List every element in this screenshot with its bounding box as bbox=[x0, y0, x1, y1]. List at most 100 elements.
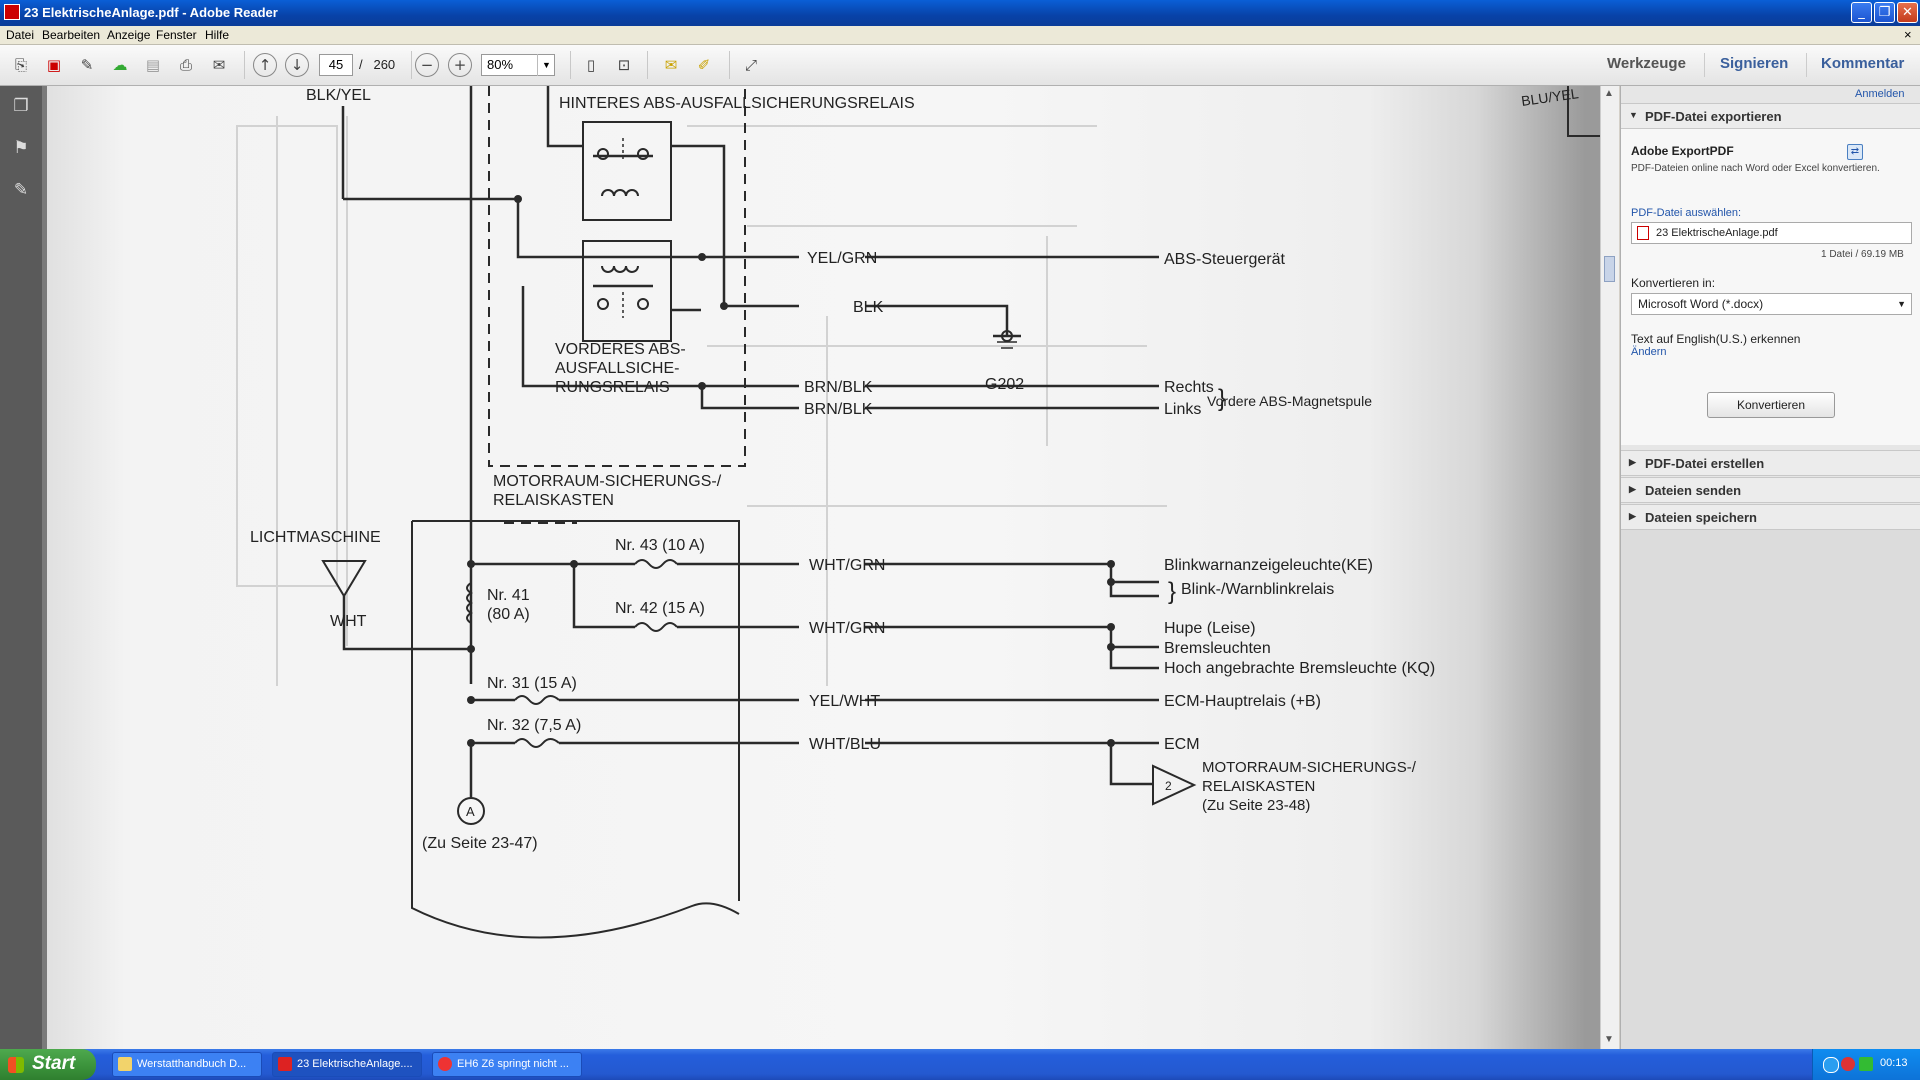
windows-logo-icon bbox=[8, 1057, 24, 1073]
folder-icon bbox=[118, 1057, 132, 1071]
zoom-select[interactable]: 80% bbox=[481, 54, 555, 76]
minimize-button[interactable]: _ bbox=[1851, 2, 1872, 23]
menu-bearbeiten[interactable]: Bearbeiten bbox=[42, 28, 101, 42]
close-button[interactable]: ✕ bbox=[1897, 2, 1918, 23]
wire-label: WHT/GRN bbox=[809, 620, 885, 637]
task-label: Werstatthandbuch D... bbox=[137, 1058, 247, 1070]
taskbar-item-werkstatthandbuch[interactable]: Werstatthandbuch D... bbox=[112, 1052, 262, 1077]
fit-width-icon[interactable]: ⊡ bbox=[617, 56, 631, 74]
wire-label: WHT bbox=[330, 613, 367, 630]
section-store-files[interactable]: ▶ Dateien speichern bbox=[1621, 504, 1920, 530]
section-export-pdf[interactable]: ▼ PDF-Datei exportieren bbox=[1621, 103, 1920, 129]
destination-label: Hupe (Leise) bbox=[1164, 620, 1256, 637]
tab-werkzeuge[interactable]: Werkzeuge bbox=[1607, 55, 1686, 72]
maximize-button[interactable]: ❐ bbox=[1874, 2, 1895, 23]
fullscreen-icon[interactable]: ⤢ bbox=[744, 56, 757, 74]
bookmarks-panel-icon[interactable]: ⚑ bbox=[13, 138, 29, 158]
upload-icon[interactable]: ☁ bbox=[112, 56, 128, 74]
zoom-out-icon[interactable]: − bbox=[415, 53, 439, 77]
collapsed-triangle-icon: ▶ bbox=[1629, 457, 1636, 467]
collapsed-triangle-icon: ▶ bbox=[1629, 511, 1636, 521]
close-document-button[interactable]: × bbox=[1904, 27, 1912, 42]
convert-button[interactable]: Konvertieren bbox=[1707, 392, 1835, 418]
zoom-in-icon[interactable]: + bbox=[448, 53, 472, 77]
attachments-panel-icon[interactable]: ✎ bbox=[13, 180, 29, 200]
pages-panel-icon[interactable]: ❐ bbox=[13, 96, 29, 116]
junctions bbox=[467, 195, 1115, 747]
destination-label: Hoch angebrachte Bremsleuchte (KQ) bbox=[1164, 660, 1435, 677]
tools-panel: Anmelden ▼ PDF-Datei exportieren Adobe E… bbox=[1620, 86, 1920, 1049]
taskbar-item-browser[interactable]: EH6 Z6 springt nicht ... bbox=[432, 1052, 582, 1077]
section-label: Dateien senden bbox=[1645, 483, 1742, 498]
destination-label: Blink-/Warnblinkrelais bbox=[1181, 581, 1334, 598]
panel-empty-area bbox=[1621, 530, 1920, 1049]
edit-pdf-icon[interactable]: ▣ bbox=[46, 56, 62, 74]
menu-hilfe[interactable]: Hilfe bbox=[205, 28, 230, 42]
taskbar: Start Werstatthandbuch D... 23 Elektrisc… bbox=[0, 1049, 1920, 1080]
page-reference: (Zu Seite 23-47) bbox=[422, 835, 538, 852]
select-file-label: PDF-Datei auswählen: bbox=[1631, 207, 1742, 219]
wire-label: BRN/BLK bbox=[804, 401, 873, 418]
exportpdf-info-icon[interactable]: ⇄ bbox=[1847, 144, 1863, 160]
comment-icon[interactable]: ✉ bbox=[664, 56, 678, 74]
title-bar: 23 ElektrischeAnlage.pdf - Adobe Reader … bbox=[0, 0, 1920, 26]
next-page-icon[interactable]: ↓ bbox=[285, 53, 309, 77]
document-viewport[interactable]: BLK/YEL BLU/YEL HINTERES ABS-AUSFALLSICH… bbox=[42, 86, 1600, 1049]
prev-page-icon[interactable]: ↑ bbox=[253, 53, 277, 77]
antivirus-icon[interactable] bbox=[1841, 1057, 1855, 1071]
wire-label: BLU/YEL bbox=[1520, 86, 1579, 109]
convert-format-select[interactable]: Microsoft Word (*.docx) ▼ bbox=[1631, 293, 1912, 315]
scroll-up-icon[interactable]: ▲ bbox=[1604, 88, 1614, 99]
tab-kommentar[interactable]: Kommentar bbox=[1821, 55, 1905, 72]
signin-link[interactable]: Anmelden bbox=[1855, 88, 1905, 100]
fuse-label: Nr. 32 (7,5 A) bbox=[487, 717, 581, 734]
chevron-down-icon[interactable]: ▼ bbox=[537, 54, 555, 76]
toolbar: ⎘ ▣ ✎ ☁ ▤ ⎙ ✉ ↑ ↓ 45 / 260 − + 80% ▼ ▯ ⊡… bbox=[0, 45, 1920, 86]
menu-datei[interactable]: Datei bbox=[6, 28, 35, 42]
start-button[interactable]: Start bbox=[0, 1049, 96, 1080]
scroll-thumb[interactable] bbox=[1604, 256, 1615, 282]
destination-label: Blinkwarnanzeigeleuchte(KE) bbox=[1164, 557, 1373, 574]
menu-anzeige[interactable]: Anzeige bbox=[107, 28, 151, 42]
relay-label: HINTERES ABS-AUSFALLSICHERUNGSRELAIS bbox=[559, 95, 915, 112]
destination-label: Bremsleuchten bbox=[1164, 640, 1271, 657]
section-send-files[interactable]: ▶ Dateien senden bbox=[1621, 477, 1920, 503]
page-number-input[interactable]: 45 bbox=[319, 54, 353, 76]
opera-icon bbox=[438, 1057, 452, 1071]
toolbar-separator bbox=[1806, 53, 1807, 77]
selected-file-name: 23 ElektrischeAnlage.pdf bbox=[1656, 227, 1778, 239]
show-through bbox=[236, 116, 1167, 686]
taskbar-item-adobe-reader[interactable]: 23 ElektrischeAnlage.... bbox=[272, 1052, 422, 1077]
email-icon[interactable]: ✉ bbox=[212, 56, 226, 74]
wire-label: BLK/YEL bbox=[306, 87, 371, 104]
print-icon[interactable]: ⎙ bbox=[179, 56, 192, 74]
vertical-scrollbar[interactable]: ▲ ▼ bbox=[1600, 86, 1619, 1049]
toolbar-separator bbox=[411, 51, 412, 79]
create-pdf-icon[interactable]: ⎘ bbox=[14, 56, 27, 74]
section-create-pdf[interactable]: ▶ PDF-Datei erstellen bbox=[1621, 450, 1920, 476]
convert-to-label: Konvertieren in: bbox=[1631, 276, 1716, 290]
fit-page-icon[interactable]: ▯ bbox=[586, 56, 596, 74]
menu-fenster[interactable]: Fenster bbox=[156, 28, 197, 42]
adobe-reader-icon bbox=[4, 4, 20, 20]
brace: } bbox=[1168, 578, 1176, 605]
network-icon[interactable] bbox=[1823, 1057, 1839, 1073]
pdf-file-icon bbox=[1637, 226, 1649, 240]
highlight-icon[interactable]: ✐ bbox=[697, 56, 711, 74]
change-language-link[interactable]: Ändern bbox=[1631, 346, 1667, 358]
save-icon[interactable]: ▤ bbox=[145, 56, 161, 74]
tab-signieren[interactable]: Signieren bbox=[1720, 55, 1789, 72]
adobe-reader-icon bbox=[278, 1057, 292, 1071]
sign-icon[interactable]: ✎ bbox=[80, 56, 94, 74]
menu-bar: Datei Bearbeiten Anzeige Fenster Hilfe × bbox=[0, 26, 1920, 45]
selected-file-field[interactable]: 23 ElektrischeAnlage.pdf bbox=[1631, 222, 1912, 244]
scroll-down-icon[interactable]: ▼ bbox=[1604, 1034, 1614, 1045]
monitor-icon[interactable] bbox=[1859, 1057, 1873, 1071]
connector-label: 2 bbox=[1165, 779, 1172, 793]
destination-label: Links bbox=[1164, 401, 1201, 418]
wires bbox=[321, 86, 1600, 939]
file-meta: 1 Datei / 69.19 MB bbox=[1821, 249, 1904, 260]
task-label: EH6 Z6 springt nicht ... bbox=[457, 1058, 569, 1070]
start-label: Start bbox=[32, 1053, 76, 1074]
wire-label: WHT/BLU bbox=[809, 736, 881, 753]
